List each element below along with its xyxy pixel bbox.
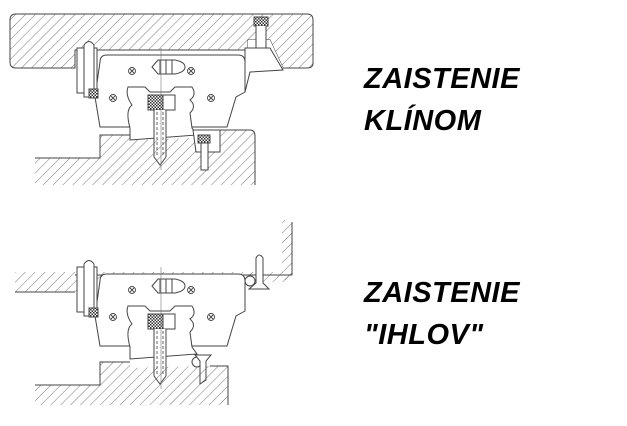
title-pin-locking: ZAISTENIE "IHLOV": [364, 272, 520, 356]
title-wedge-locking: ZAISTENIE KLÍNOM: [364, 58, 520, 142]
title-line-1: ZAISTENIE: [364, 277, 520, 309]
diagram-pin-locking: [15, 220, 293, 405]
title-line-2: "IHLOV": [364, 319, 484, 351]
title-line-2: KLÍNOM: [364, 105, 482, 137]
title-line-1: ZAISTENIE: [364, 63, 520, 95]
diagram-wedge-locking: [9, 13, 314, 185]
